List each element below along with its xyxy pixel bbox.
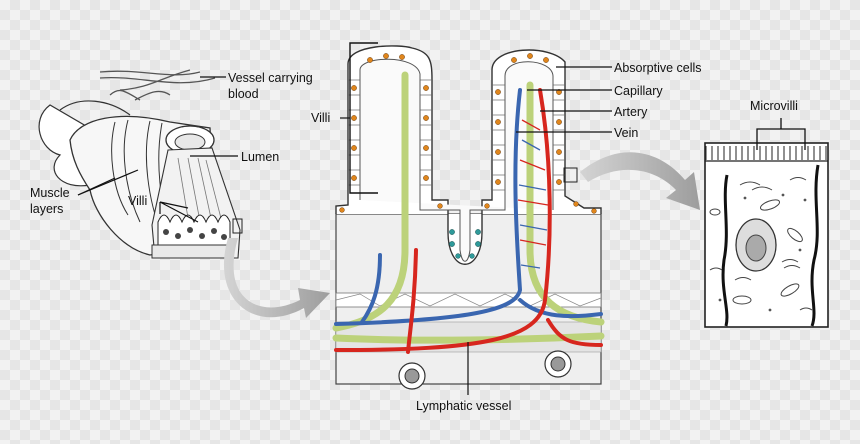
- diagram-label-text: blood: [228, 87, 259, 101]
- label-lumen: Lumen: [190, 150, 279, 164]
- diagram-label-text: Lymphatic vessel: [416, 399, 511, 413]
- zoom-arrow-right: [580, 152, 700, 210]
- diagram-label-text: Villi: [128, 194, 147, 208]
- artery-path: [334, 88, 603, 354]
- label-absorptive-cells: Absorptive cells: [556, 61, 702, 75]
- diagram-label-text: Microvilli: [750, 99, 798, 113]
- label-lymphatic-vessel: Lymphatic vessel: [416, 342, 511, 413]
- label-villi-small: Villi: [128, 194, 199, 223]
- label-artery: Artery: [540, 105, 648, 119]
- villus-cross-section: [332, 45, 605, 390]
- diagram-label-text: Lumen: [241, 150, 279, 164]
- diagram-label-text: Artery: [614, 105, 648, 119]
- diagram-label-text: Capillary: [614, 84, 663, 98]
- label-vessel-carrying-blood: Vessel carrying blood: [200, 71, 313, 101]
- diagram-label-text: Absorptive cells: [614, 61, 702, 75]
- label-muscle-layers: Muscle layers: [30, 169, 139, 216]
- label-villi: Villi: [311, 111, 330, 125]
- villi-bracket: Villi: [311, 42, 378, 194]
- submucosa-vessel: [398, 362, 426, 390]
- absorptive-cell-detail: [704, 142, 829, 328]
- zoom-arrow-left: [223, 238, 330, 318]
- label-capillary: Capillary: [527, 84, 663, 98]
- diagram-label-text: layers: [30, 202, 63, 216]
- label-microvilli: Microvilli: [750, 99, 806, 150]
- vein-path: [334, 88, 603, 326]
- diagram-label-text: Vessel carrying: [228, 71, 313, 85]
- diagram-label-text: Vein: [614, 126, 638, 140]
- label-vein: Vein: [516, 126, 638, 140]
- diagram-label-text: Muscle: [30, 186, 70, 200]
- submucosa-vessel: [544, 350, 572, 378]
- intestine-illustration: [38, 69, 243, 259]
